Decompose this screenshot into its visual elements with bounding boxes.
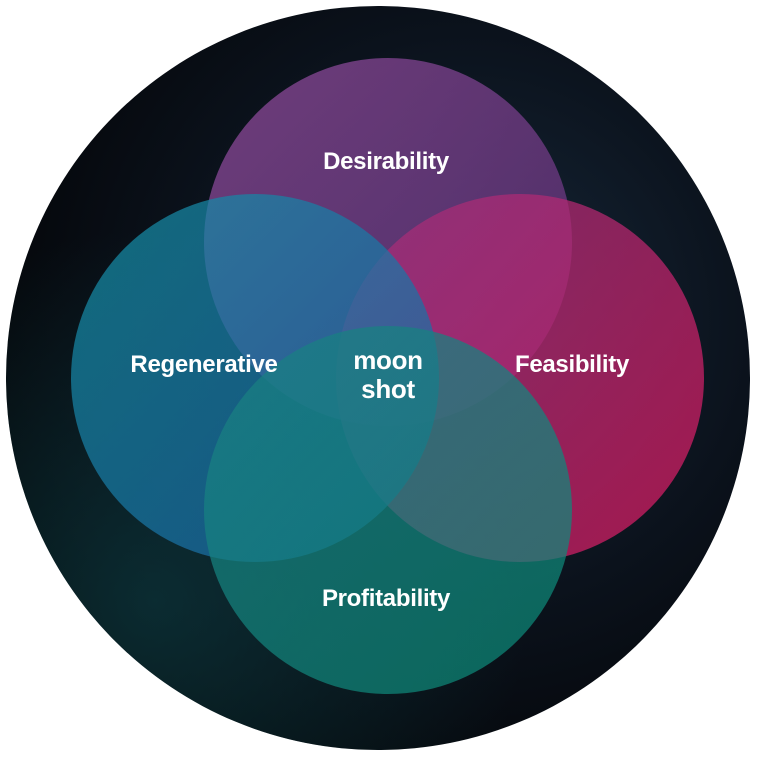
regenerative-label: Regenerative (130, 351, 277, 378)
center-label-line2: shot (361, 374, 415, 404)
desirability-label: Desirability (323, 148, 450, 175)
center-label-line1: moon (353, 345, 423, 375)
profitability-circle (204, 326, 572, 694)
profitability-label: Profitability (322, 585, 451, 612)
feasibility-label: Feasibility (515, 351, 630, 378)
